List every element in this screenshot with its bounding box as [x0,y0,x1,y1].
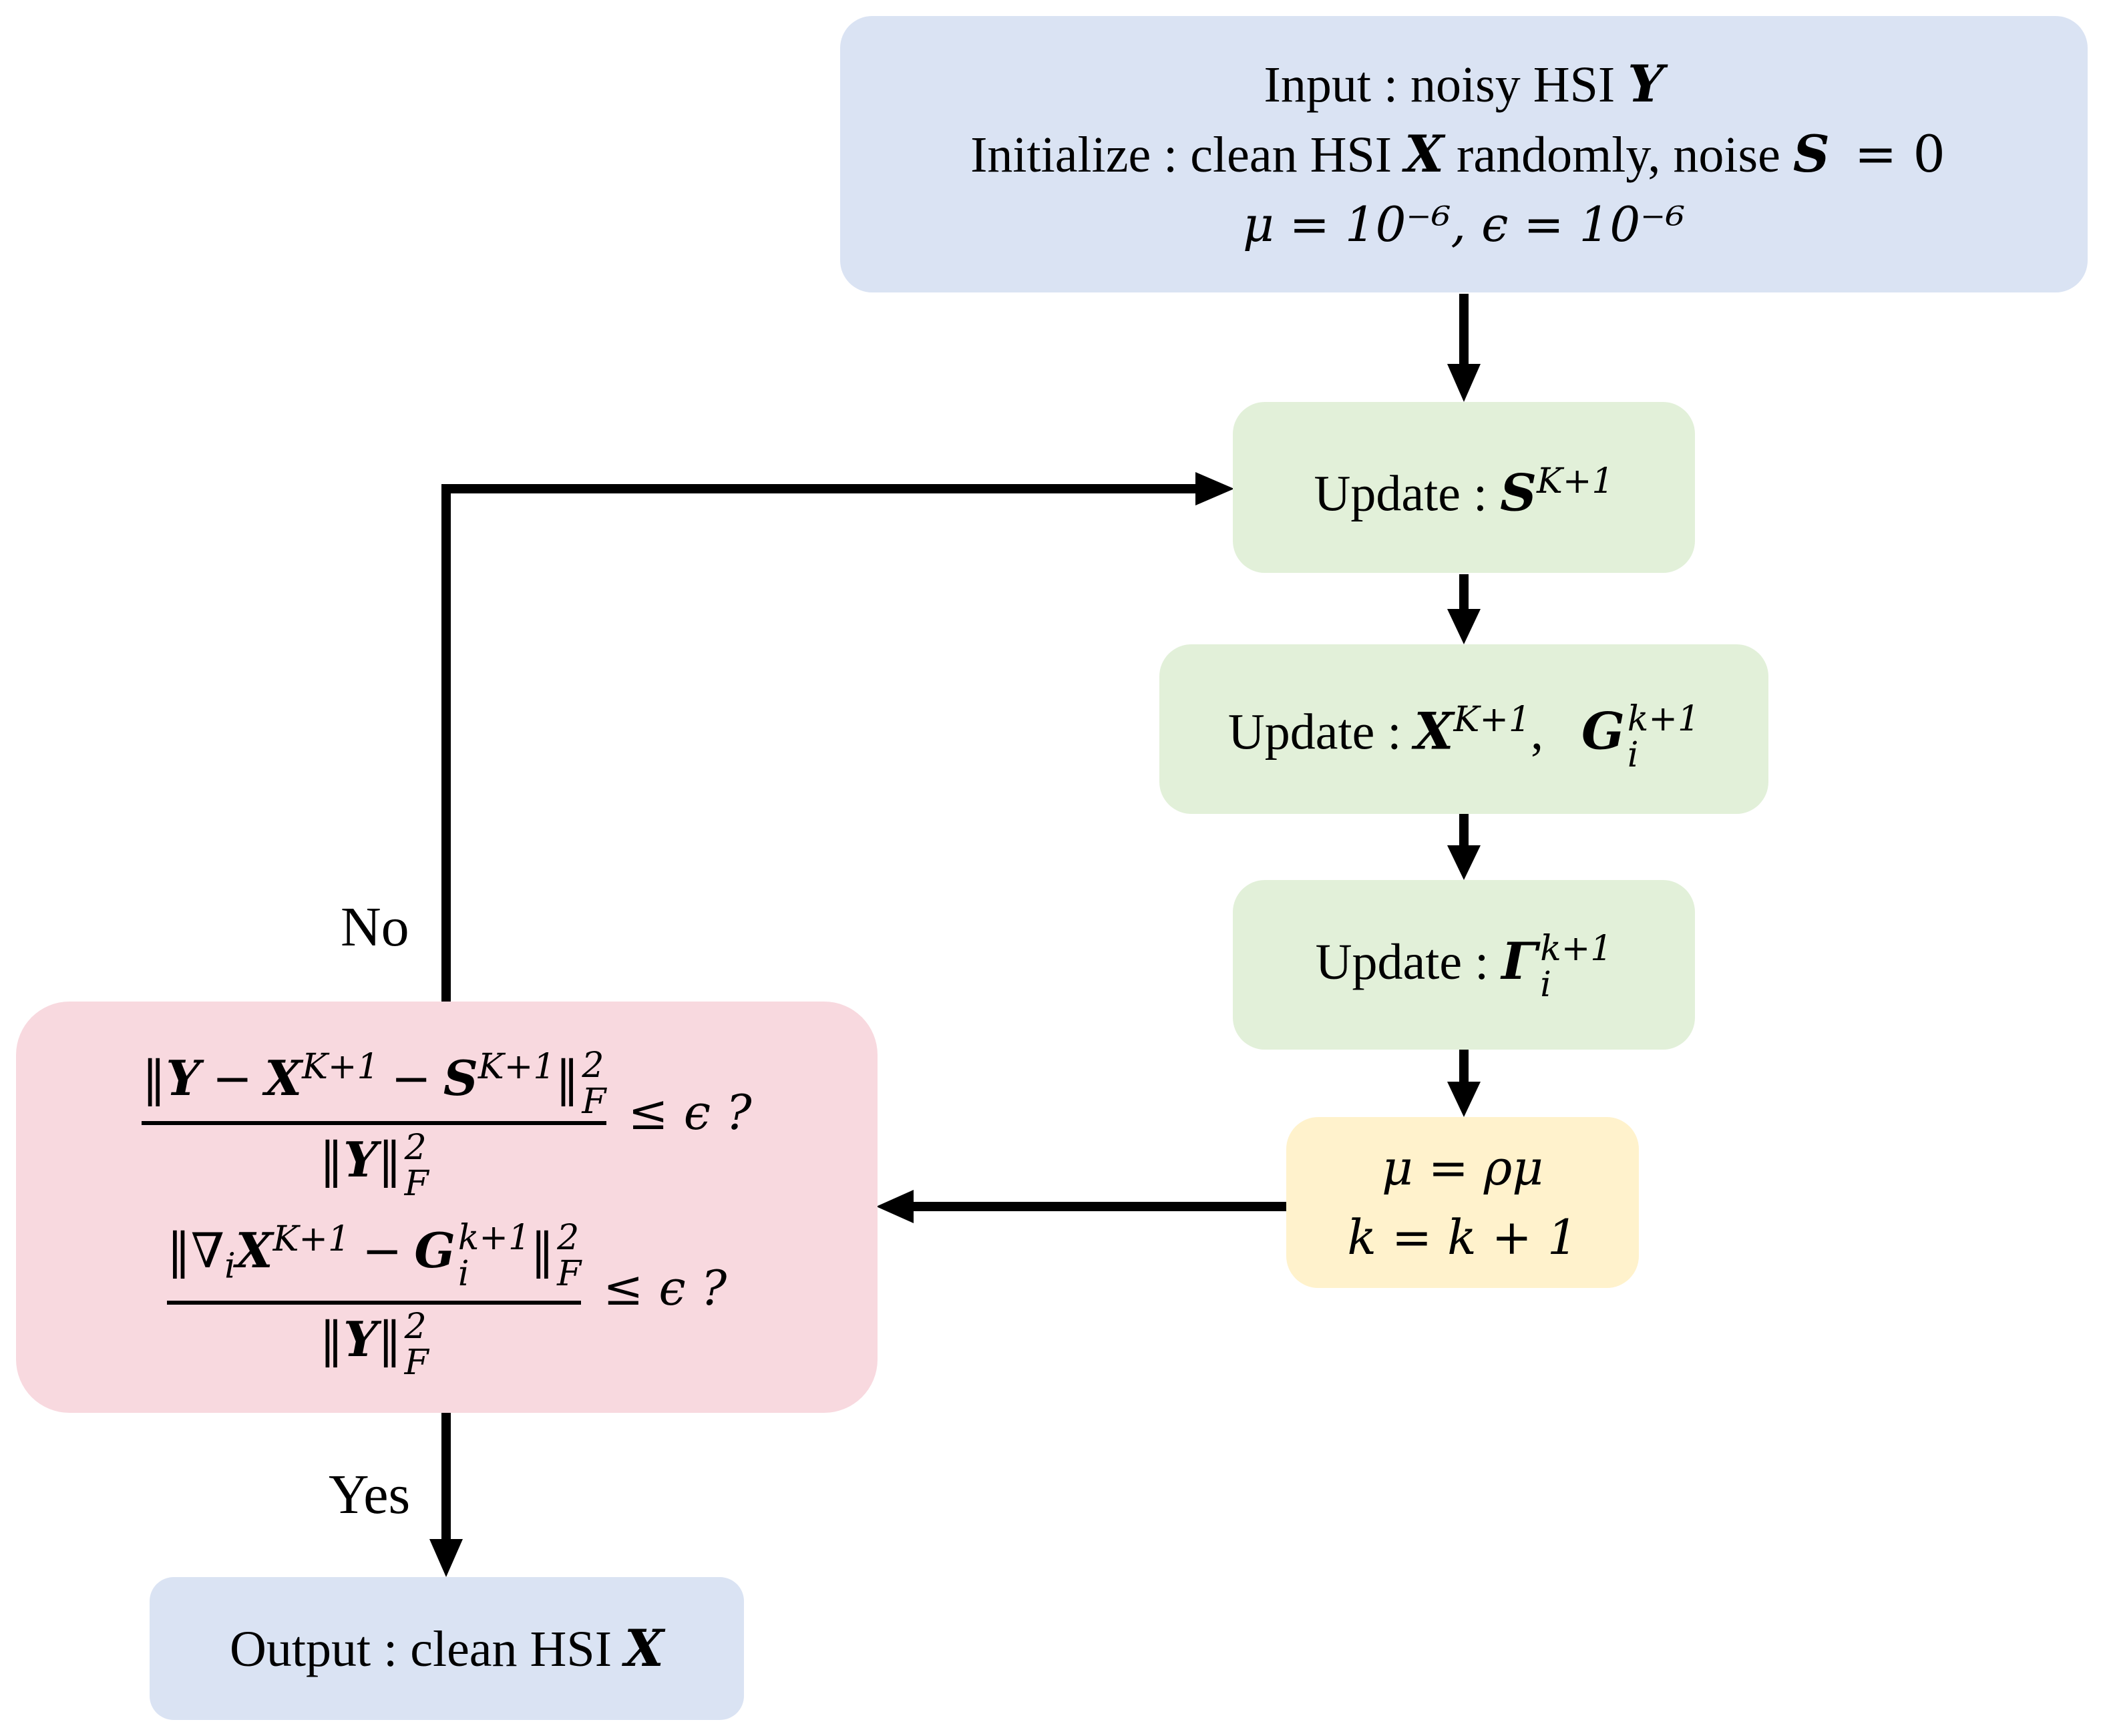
arrowhead-input-to-update-s [1447,364,1481,402]
parameter-line: μ = 10⁻⁶, ϵ = 10⁻⁶ [1242,196,1686,252]
input-box: Input : noisy HSI Y Initialize : clean H… [840,16,2088,292]
no-label: No [341,896,409,958]
var-s: S [1792,124,1830,184]
update-s-box: Update : SK+1 [1233,402,1695,573]
arrowhead-params-to-check [876,1190,914,1223]
var-x: X [624,1618,664,1678]
var-y: Y [1628,54,1664,114]
k-increment: k = k + 1 [1347,1209,1578,1265]
var-x: X [1414,701,1454,761]
arrowhead-yes-to-output [429,1539,463,1577]
var-gamma: Γ [1501,931,1538,991]
var-x: X [1404,124,1445,184]
arrowhead-gamma-to-params [1447,1082,1481,1117]
parameter-update-box: μ = ρμ k = k + 1 [1286,1117,1639,1288]
var-g: G [1581,701,1625,761]
initialize-line: Initialize : clean HSI X randomly, noise… [970,124,1945,184]
input-line: Input : noisy HSI Y [1264,54,1664,114]
mu-update: μ = ρμ [1381,1140,1543,1196]
var-s: S [1500,463,1537,523]
arrowhead-s-to-xg [1447,609,1481,644]
arrowhead-no-loop [1195,472,1234,505]
arrow-no-loop [441,484,1195,1002]
arrowhead-xg-to-gamma [1447,845,1481,880]
output-box: Output : clean HSI X [150,1577,744,1720]
yes-label: Yes [329,1464,411,1526]
